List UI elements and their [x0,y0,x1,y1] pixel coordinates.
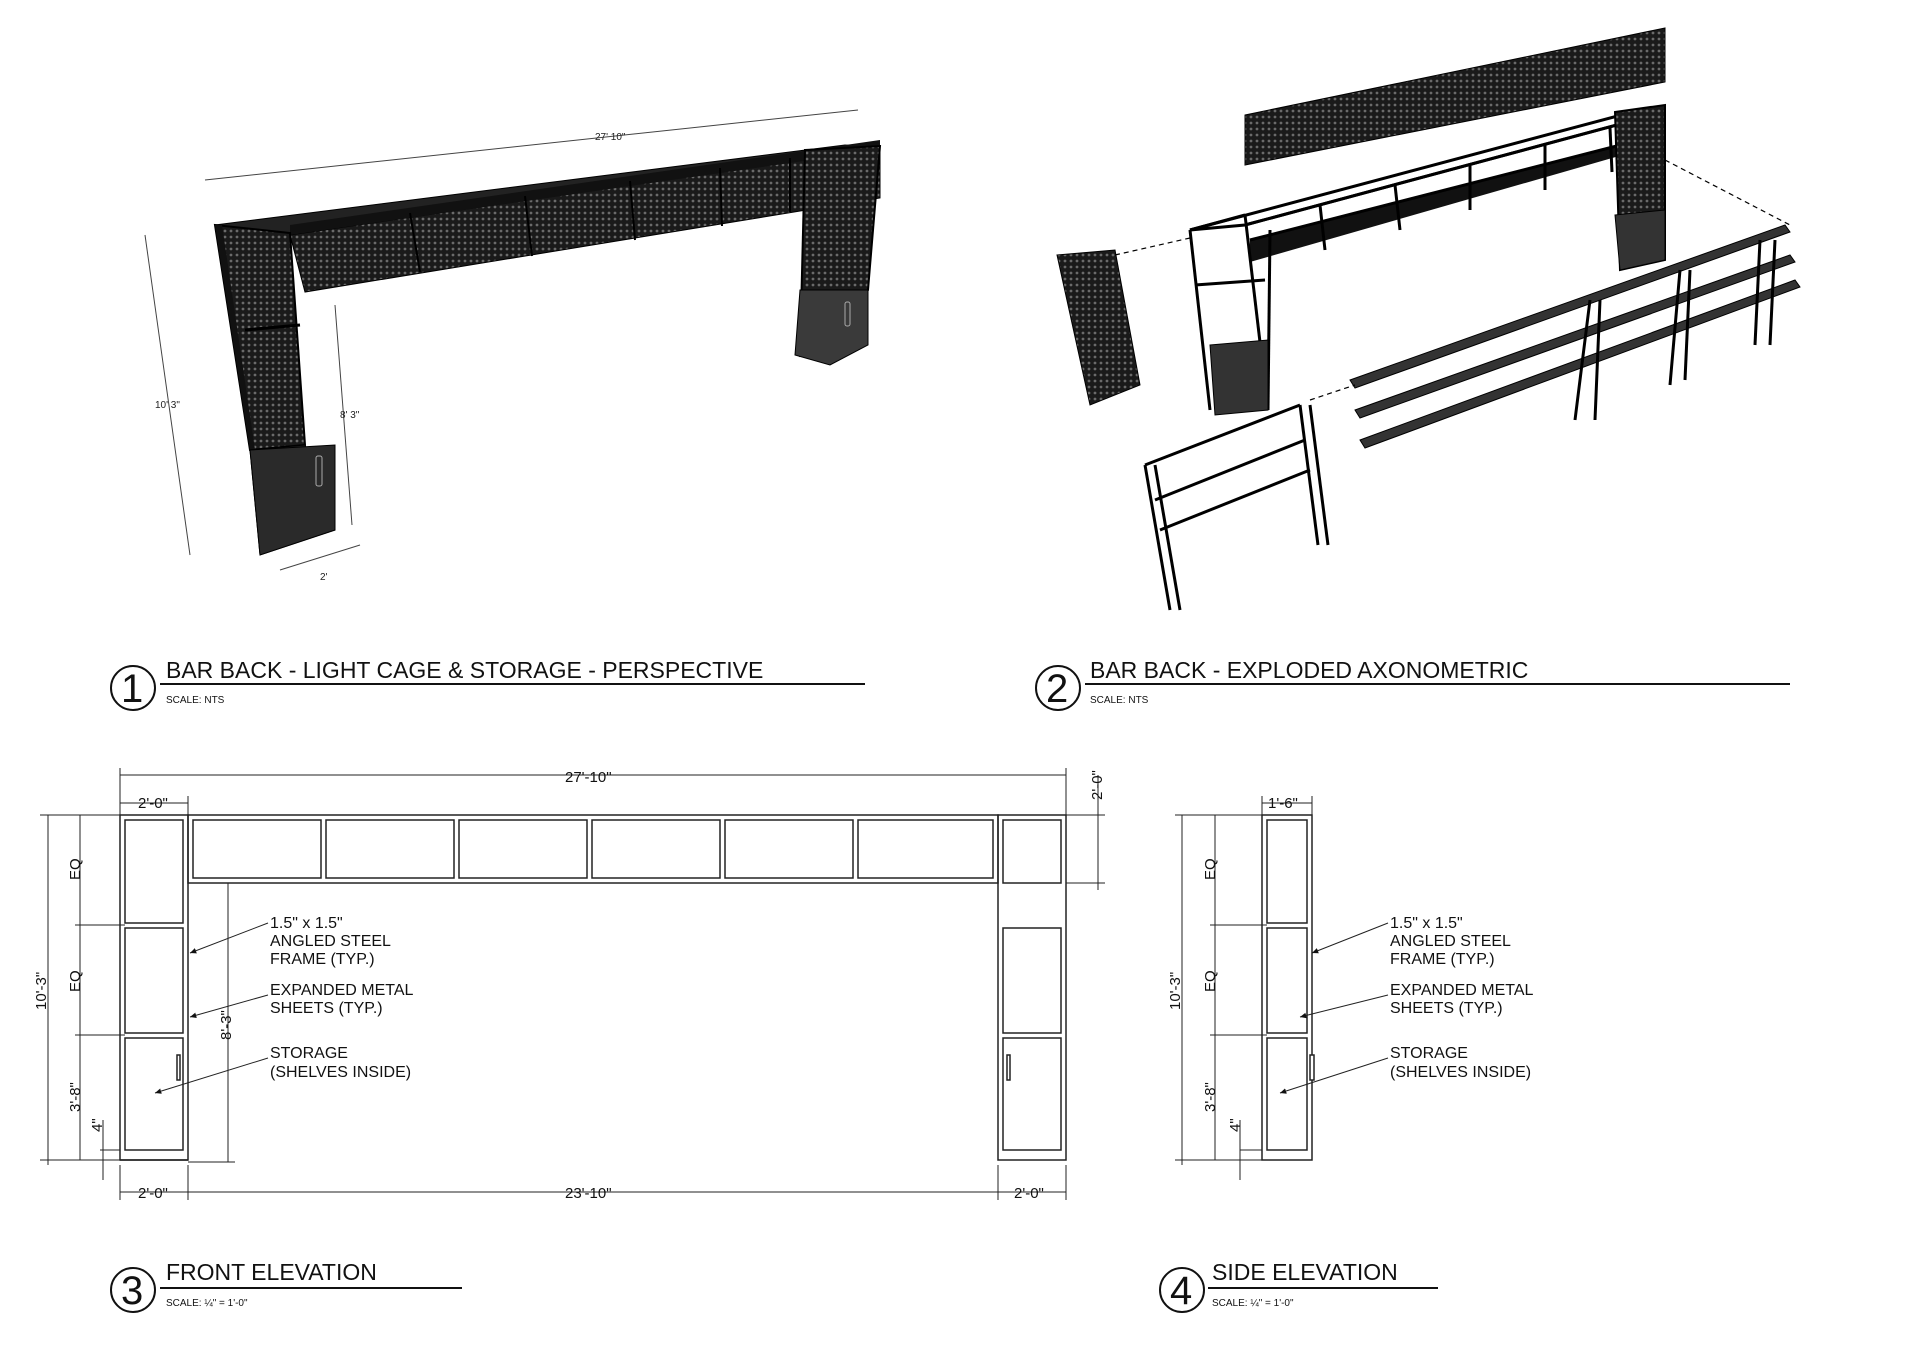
view-number-1: 1 [121,667,143,711]
front-dim-base-cab: 3'-8" [67,1082,84,1112]
perspective-dim-inner-height: 8' 3" [340,410,360,421]
perspective-left-cabinet [249,444,336,556]
front-dim-top-beam: 2'-0" [1089,770,1106,800]
exploded-view [1056,27,1801,611]
view-title-4: SIDE ELEVATION [1212,1259,1398,1285]
side-column [1261,814,1313,1161]
title-block-3: 3 FRONT ELEVATION SCALE: ¼" = 1'-0" [110,1259,462,1313]
front-elevation [40,768,1105,1200]
side-note-frame-3: FRAME (TYP.) [1390,951,1495,968]
side-cabinet [1266,1037,1308,1151]
front-note-mesh-1: EXPANDED METAL [270,982,414,999]
side-dim-depth: 1'-6" [1268,795,1298,812]
front-dim-overall-width: 27'-10" [565,769,612,786]
side-dim-base-cab: 3'-8" [1202,1082,1219,1112]
exploded-side-mesh-panel [1056,249,1141,406]
perspective-view: 27' 10" 10' 3" 8' 3" 2' [144,109,882,583]
front-elevation-text: 27'-10" 2'-0" 2'-0" 10'-3" EQ EQ 3'-8" 4… [33,769,1106,1202]
front-left-column [119,814,189,1161]
exploded-shelves [1349,224,1801,449]
title-block-4: 4 SIDE ELEVATION SCALE: ¼" = 1'-0" [1159,1259,1438,1313]
front-right-column [997,814,1067,1161]
view-title-1: BAR BACK - LIGHT CAGE & STORAGE - PERSPE… [166,657,763,683]
perspective-left-tower-mesh [213,223,307,452]
front-dim-eq1: EQ [67,858,84,880]
view-number-2: 2 [1046,667,1068,711]
front-note-frame-1: 1.5" x 1.5" [270,915,343,932]
side-dim-toe: 4" [1227,1118,1244,1132]
view-title-2: BAR BACK - EXPLODED AXONOMETRIC [1090,657,1528,683]
side-note-frame-2: ANGLED STEEL [1390,933,1511,950]
view-scale-4: SCALE: ¼" = 1'-0" [1212,1297,1294,1309]
view-number-4: 4 [1170,1269,1192,1313]
side-note-mesh-1: EXPANDED METAL [1390,982,1534,999]
front-note-frame-2: ANGLED STEEL [270,933,391,950]
side-note-frame-1: 1.5" x 1.5" [1390,915,1463,932]
side-note-mesh-2: SHEETS (TYP.) [1390,1000,1503,1017]
side-elevation-text: 1'-6" 10'-3" EQ EQ 3'-8" 4" 1.5" x 1.5" … [1167,795,1534,1132]
exploded-left-cabinet [1209,339,1269,416]
front-left-cabinet [124,1037,184,1151]
side-note-storage-2: (SHELVES INSIDE) [1390,1064,1531,1081]
view-number-3: 3 [121,1269,143,1313]
perspective-dim-height: 10' 3" [155,400,180,411]
front-dim-overall-height: 10'-3" [33,972,50,1010]
perspective-dim-depth: 2' [320,572,328,583]
perspective-dim-width: 27' 10" [595,132,626,143]
title-block-1: 1 BAR BACK - LIGHT CAGE & STORAGE - PERS… [110,657,865,711]
front-dim-bottom-right: 2'-0" [1014,1185,1044,1202]
side-note-storage-1: STORAGE [1390,1045,1468,1062]
view-scale-3: SCALE: ¼" = 1'-0" [166,1297,248,1309]
view-scale-2: SCALE: NTS [1090,695,1149,706]
front-note-mesh-2: SHEETS (TYP.) [270,1000,383,1017]
front-right-cabinet [1002,1037,1062,1151]
front-note-storage-2: (SHELVES INSIDE) [270,1064,411,1081]
exploded-front-frame [1143,403,1330,611]
perspective-right-cabinet [794,289,869,366]
side-elevation [1175,796,1389,1180]
front-dim-left-col: 2'-0" [138,795,168,812]
exploded-top-mesh-panel [1244,27,1666,166]
front-dim-toe: 4" [89,1118,106,1132]
view-title-3: FRONT ELEVATION [166,1259,377,1285]
front-dim-clear-height: 8'-3" [218,1010,235,1040]
side-dim-eq1: EQ [1202,858,1219,880]
title-block-2: 2 BAR BACK - EXPLODED AXONOMETRIC SCALE:… [1035,657,1790,711]
front-note-storage-1: STORAGE [270,1045,348,1062]
front-note-frame-3: FRAME (TYP.) [270,951,375,968]
front-dim-bottom-mid: 23'-10" [565,1185,612,1202]
front-top-beam [187,814,999,884]
view-scale-1: SCALE: NTS [166,695,225,706]
front-dim-bottom-left: 2'-0" [138,1185,168,1202]
side-dim-overall-height: 10'-3" [1167,972,1184,1010]
front-dim-eq2: EQ [67,970,84,992]
side-dim-eq2: EQ [1202,970,1219,992]
